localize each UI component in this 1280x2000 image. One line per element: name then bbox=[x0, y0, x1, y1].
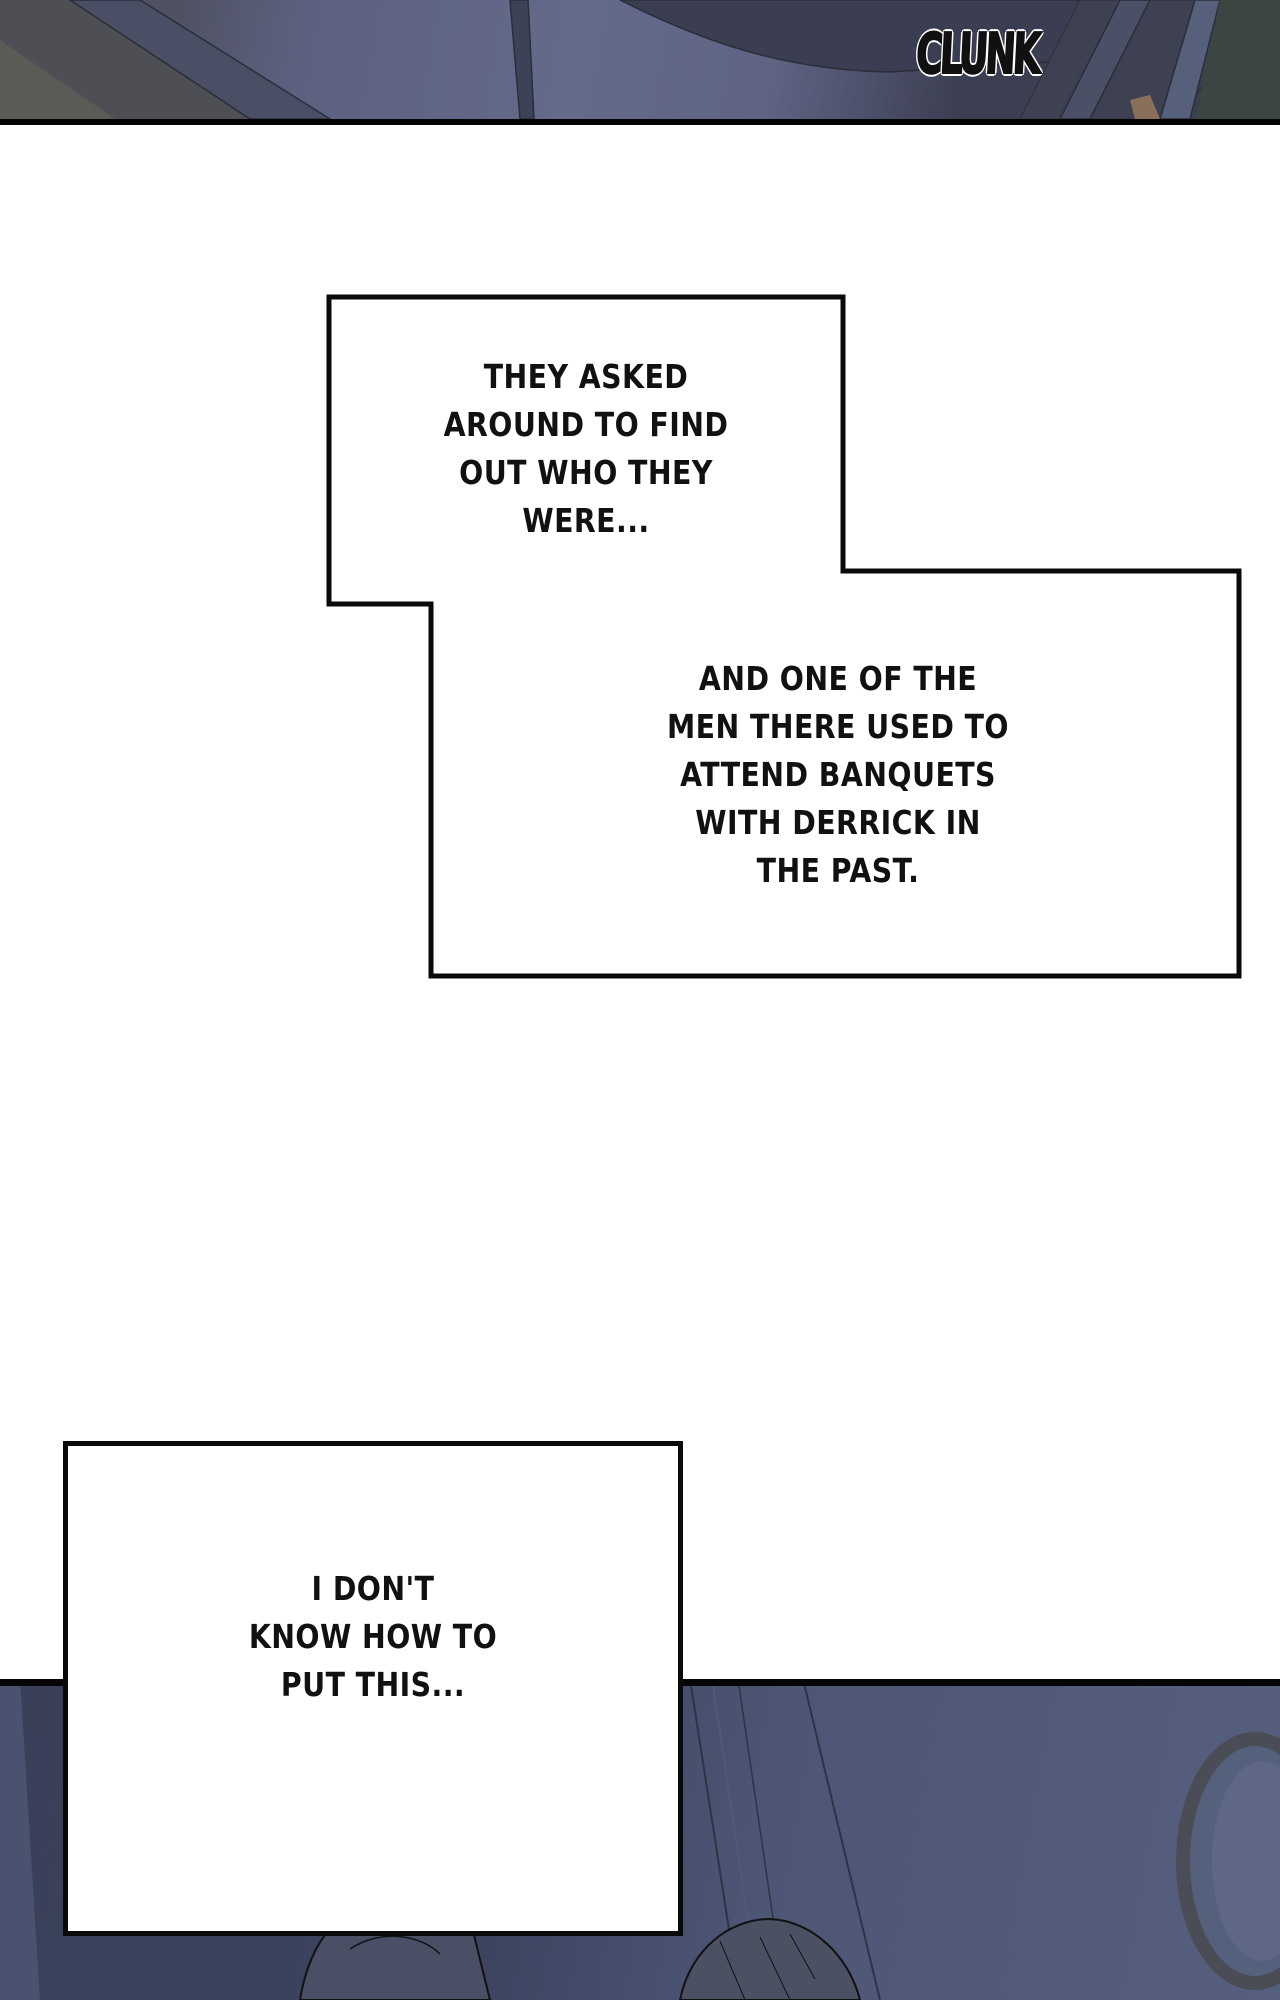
ceiling-illustration bbox=[0, 0, 1280, 119]
caption-line: AND ONE OF THE bbox=[698, 659, 978, 698]
caption-line: OUT WHO THEY bbox=[459, 453, 713, 492]
caption-line: WITH DERRICK IN bbox=[695, 803, 981, 842]
caption-line: PUT THIS... bbox=[280, 1665, 466, 1704]
caption-line: KNOW HOW TO bbox=[248, 1617, 498, 1656]
caption-line: ATTEND BANQUETS bbox=[680, 755, 996, 794]
caption-line: WERE... bbox=[522, 501, 650, 540]
panel-border bbox=[0, 119, 1280, 125]
caption-box-outline-stepped bbox=[326, 294, 1242, 979]
caption-1-text: THEY ASKED AROUND TO FIND OUT WHO THEY W… bbox=[414, 353, 758, 545]
caption-line: AROUND TO FIND bbox=[443, 405, 729, 444]
caption-line: THEY ASKED bbox=[483, 357, 689, 396]
caption-box-3 bbox=[63, 1441, 683, 1936]
caption-line: MEN THERE USED TO bbox=[667, 707, 1009, 746]
caption-3-text: I DON'T KNOW HOW TO PUT THIS... bbox=[201, 1565, 545, 1709]
caption-line: THE PAST. bbox=[756, 851, 920, 890]
caption-line: I DON'T bbox=[311, 1569, 435, 1608]
caption-2-text: AND ONE OF THE MEN THERE USED TO ATTEND … bbox=[632, 655, 1045, 895]
top-comic-panel: CLUNK bbox=[0, 0, 1280, 119]
